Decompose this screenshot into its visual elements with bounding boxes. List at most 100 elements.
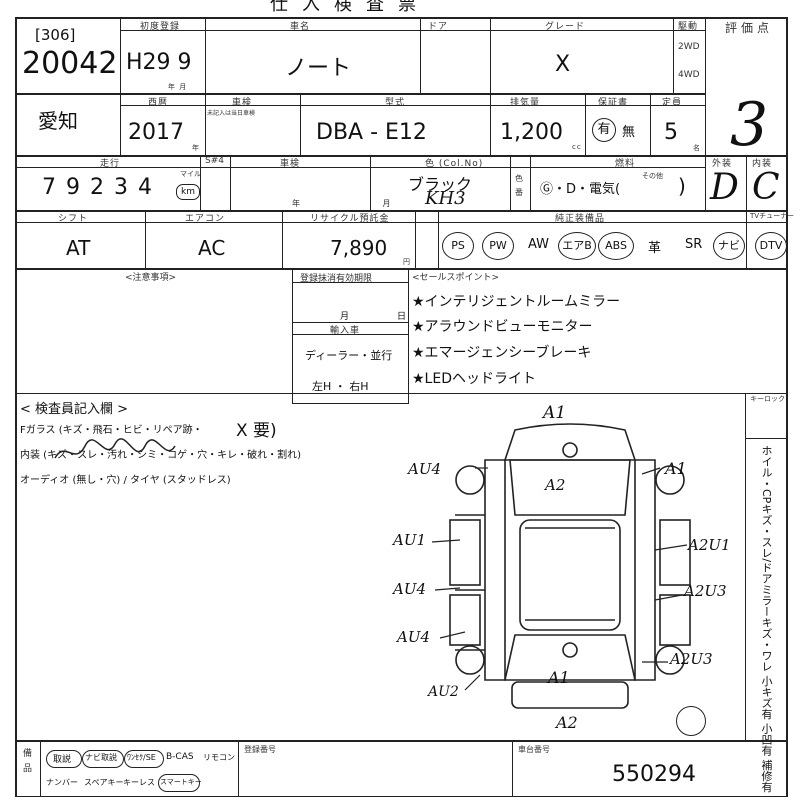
footer-item-oneseg-label: ﾜﾝｾｸ/SE (127, 753, 156, 762)
equip-aw: AW (528, 237, 550, 252)
drive-2wd: 2WD (678, 42, 700, 52)
equip-abs: ABS (598, 232, 634, 260)
lot-box: [306] (35, 26, 76, 44)
vline-s (282, 210, 283, 268)
car-name: ノート (285, 56, 352, 81)
grade-label: グレード (545, 22, 586, 32)
reg-box-bottom (292, 403, 409, 404)
vline-d (490, 17, 491, 93)
vline-l (200, 155, 201, 210)
mark-top: A1 (543, 403, 567, 423)
recycle-unit: 円 (403, 258, 411, 266)
footer-v1 (40, 742, 41, 797)
mileage-value: 79234 (42, 175, 162, 200)
mark-right-rear: A2U3 (670, 650, 713, 668)
ac-label: エアコン (185, 214, 226, 224)
shift-value: AT (66, 236, 91, 260)
score-value: 3 (730, 90, 769, 160)
plate-label: 車検 (280, 159, 301, 169)
plate-month: 年 月 (292, 199, 431, 208)
score-label: 評価点 (725, 21, 774, 35)
car-diagram (449, 423, 691, 709)
footer-item-smartkey-label: スマートキー (160, 778, 202, 786)
equip-ps: PS (442, 232, 474, 260)
vline-r (145, 210, 146, 268)
sales-point-1: ★インテリジェントルームミラー (412, 294, 621, 310)
key-box-line (745, 438, 787, 439)
reg-box-left (292, 270, 293, 404)
glass-mark: X 要) (236, 421, 277, 441)
reg-box-top (292, 282, 409, 283)
row-line-3 (15, 210, 787, 212)
fuel-close: ) (678, 174, 686, 198)
reg-box-right (408, 270, 409, 404)
inspector-title: < 検査員記入欄 > (20, 402, 129, 417)
footer-item-remote: リモコン (203, 753, 235, 762)
vline-a (120, 17, 121, 155)
first-reg-value: H29 9 (126, 50, 192, 75)
vline-j (585, 93, 586, 155)
sales-point-3: ★エマージェンシーブレーキ (412, 345, 592, 361)
drive-4wd: 4WD (678, 70, 700, 80)
caution-label: <注意事項> (125, 273, 177, 283)
mileage-label: 走行 (100, 159, 121, 169)
sales-label: <セールスポイント> (412, 273, 500, 283)
color-value: ブラック (408, 175, 473, 194)
vline-q (746, 155, 747, 268)
row-line-4 (15, 268, 787, 270)
glass-line: Fガラス (キズ・飛石・ヒビ・リペア跡・ (20, 425, 203, 436)
footer-item-navi-manual-label: ナビ取説 (85, 753, 117, 762)
exterior-grade: D (710, 167, 739, 208)
mark-right-front: A1 (665, 459, 687, 478)
reg-number-label: 登録番号 (244, 745, 276, 754)
displacement-label: 排気量 (510, 98, 541, 108)
frame-right (786, 17, 788, 797)
first-reg-unit: 年 月 (168, 83, 188, 91)
recycle-label: リサイクル預託金 (310, 214, 390, 224)
footer-item-oneseg (124, 750, 164, 768)
interior-label: 内装 (752, 159, 773, 169)
year-unit: 年 (192, 144, 200, 152)
color-code: KH3 (425, 188, 466, 209)
capacity-unit: 名 (693, 144, 701, 152)
bottom-circle (676, 706, 706, 736)
vline-m (230, 155, 231, 210)
recycle-value: 7,890 (330, 236, 388, 260)
type-label: 型式 (385, 98, 406, 108)
vline-p (530, 155, 531, 210)
color-small-label: 色番 (515, 174, 523, 197)
equip-leather: 革 (648, 241, 662, 256)
footer-item-manual-label: 取説 (53, 755, 72, 765)
vline-e (673, 17, 674, 93)
vline-i (490, 93, 491, 155)
reg-month: 月 (340, 312, 350, 322)
row-line-6 (15, 740, 787, 742)
km-unit: km (176, 184, 200, 200)
footer-v2 (238, 742, 239, 797)
equip-airbag: エアB (558, 232, 596, 260)
first-reg-label: 初度登録 (140, 22, 181, 32)
interior-grade: C (752, 167, 780, 208)
mark-right-door-r: A2U3 (684, 582, 727, 600)
equip-sr: SR (685, 237, 703, 252)
interior-line: 内装 (キズ・スレ・汚れ・シミ・コゲ・穴・キレ・破れ・割れ) (20, 450, 301, 461)
reg-box-mid2 (292, 334, 409, 335)
vline-k (650, 93, 651, 155)
footer-item-bcas: B-CAS (166, 752, 194, 762)
car-name-label: 車名 (290, 22, 311, 32)
vline-h (300, 93, 301, 155)
import-label: 輸入車 (330, 326, 361, 336)
color-label: 色 (Col.No) (425, 159, 484, 169)
row-line-2 (15, 155, 787, 157)
vline-u (438, 210, 439, 268)
prefecture: 愛知 (38, 109, 78, 133)
mile-unit: マイル (180, 170, 201, 178)
dealer-parallel: ディーラー・並行 (305, 349, 393, 362)
handle-side: 左H ・ 右H (312, 380, 369, 393)
shift-label: シフト (58, 214, 89, 224)
displacement-value: 1,200 (500, 120, 563, 145)
side-damage-text: ホイル・CPキズ・スレ/ドアミラーキズ・ワレ 小キズ有 小凹有 補修有 (760, 445, 773, 793)
reg-day: 日 (397, 312, 407, 322)
label-sub-line-3 (15, 167, 705, 168)
reg-expiry-label: 登録抹消有効期限 (300, 274, 373, 284)
